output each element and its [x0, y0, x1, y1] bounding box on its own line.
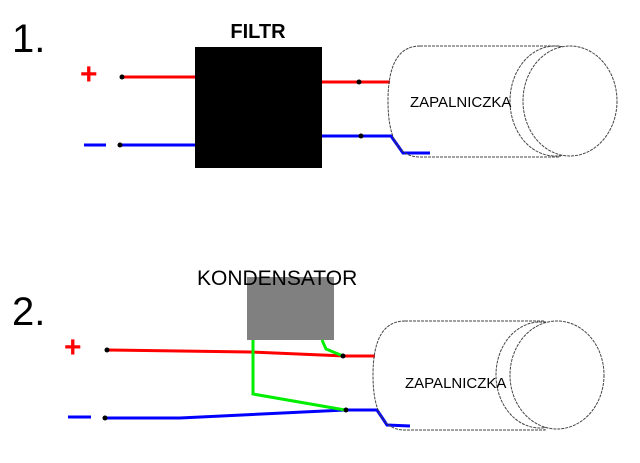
- negative-terminal: [102, 415, 108, 421]
- positive-junction: [340, 353, 346, 359]
- capacitor-lead-negative: [251, 340, 346, 412]
- capacitor-lead-positive: [320, 339, 344, 358]
- positive-wire: [106, 348, 375, 358]
- lighter-socket-rim-outer: [509, 320, 605, 430]
- lighter-socket-body: [387, 45, 561, 158]
- negative-output-junction: [358, 133, 364, 139]
- lighter-label: ZAPALNICZKA: [410, 94, 511, 111]
- diagram-2: 2. + KONDENSATOR ZAPALNICZKA: [12, 267, 605, 431]
- negative-output-wire: [322, 134, 430, 155]
- filter-label: FILTR: [230, 21, 286, 43]
- positive-terminal: [104, 347, 110, 353]
- lighter-socket-body: [372, 320, 546, 431]
- positive-sign: +: [80, 58, 98, 91]
- diagram-1: 1. + FILTR ZAPALNICZKA: [12, 17, 618, 168]
- capacitor-box: [247, 277, 334, 340]
- positive-sign: +: [64, 331, 82, 364]
- negative-wire: [105, 408, 411, 428]
- lighter-socket-rim-outer: [522, 45, 618, 157]
- positive-terminal: [119, 74, 125, 80]
- positive-output-junction: [356, 79, 362, 85]
- diagram-1-number: 1.: [12, 17, 45, 61]
- capacitor-label: KONDENSATOR: [197, 267, 357, 290]
- diagram-2-number: 2.: [12, 290, 45, 334]
- lighter-label: ZAPALNICZKA: [405, 375, 506, 392]
- negative-junction: [343, 407, 349, 413]
- filter-box: [195, 47, 322, 168]
- negative-terminal: [117, 142, 123, 148]
